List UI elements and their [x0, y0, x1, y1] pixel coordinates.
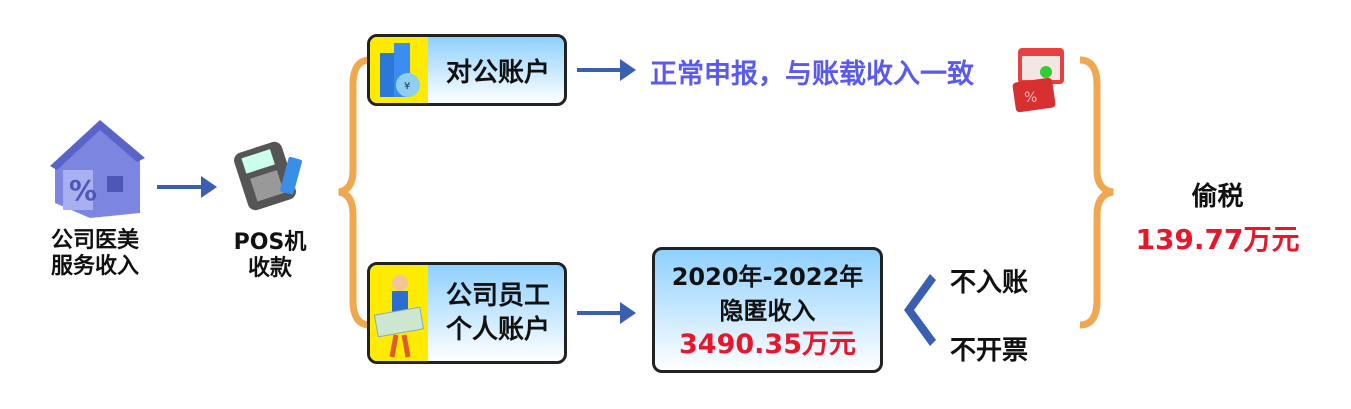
hidden-income-box: 2020年-2022年 隐匿收入 3490.35万元: [652, 247, 883, 373]
source-line1: 公司医美: [50, 228, 139, 253]
pos-line1: POS机: [233, 230, 307, 255]
arrow-to-normal-report: [577, 59, 636, 81]
pos-label: POS机收款: [230, 230, 310, 282]
corporate-account-box: ¥ 对公账户: [367, 34, 567, 106]
bank-building-icon: ¥: [380, 43, 420, 97]
reason-not-recorded: 不入账: [950, 268, 1029, 298]
source-label: 公司医美服务收入: [40, 228, 150, 280]
pos-line2: 收款: [247, 256, 292, 281]
calendar-percent-icon: %: [1012, 48, 1064, 113]
chevron-left-arrow: [904, 274, 936, 346]
source-line2: 服务收入: [50, 254, 139, 279]
left-brace: [338, 56, 371, 329]
reason-no-invoice: 不开票: [950, 336, 1029, 366]
tax-evasion-amount: 139.77万元: [1135, 223, 1300, 256]
right-brace: [1079, 56, 1114, 329]
hidden-income-period: 2020年-2022年: [671, 263, 864, 291]
arrow-to-hidden-income: [577, 302, 636, 324]
arrow-to-pos: [157, 176, 217, 198]
house-percent-icon: %: [50, 120, 145, 218]
personal-account-line1: 公司员工: [445, 281, 550, 311]
corporate-account-label: 对公账户: [445, 58, 550, 88]
svg-text:%: %: [69, 174, 97, 207]
hidden-income-amount: 3490.35万元: [679, 329, 856, 360]
personal-account-line2: 个人账户: [445, 315, 550, 345]
personal-account-box: 公司员工个人账户: [367, 262, 567, 364]
normal-report-text: 正常申报，与账载收入一致: [650, 59, 974, 90]
tax-evasion-label: 偷税: [1191, 182, 1244, 212]
pos-terminal-icon: [234, 141, 303, 211]
svg-text:¥: ¥: [404, 81, 410, 92]
hidden-income-label: 隐匿收入: [719, 297, 816, 325]
person-holding-money-icon: [373, 275, 425, 358]
svg-text:%: %: [1024, 90, 1037, 106]
personal-account-label: 公司员工个人账户: [432, 279, 564, 347]
